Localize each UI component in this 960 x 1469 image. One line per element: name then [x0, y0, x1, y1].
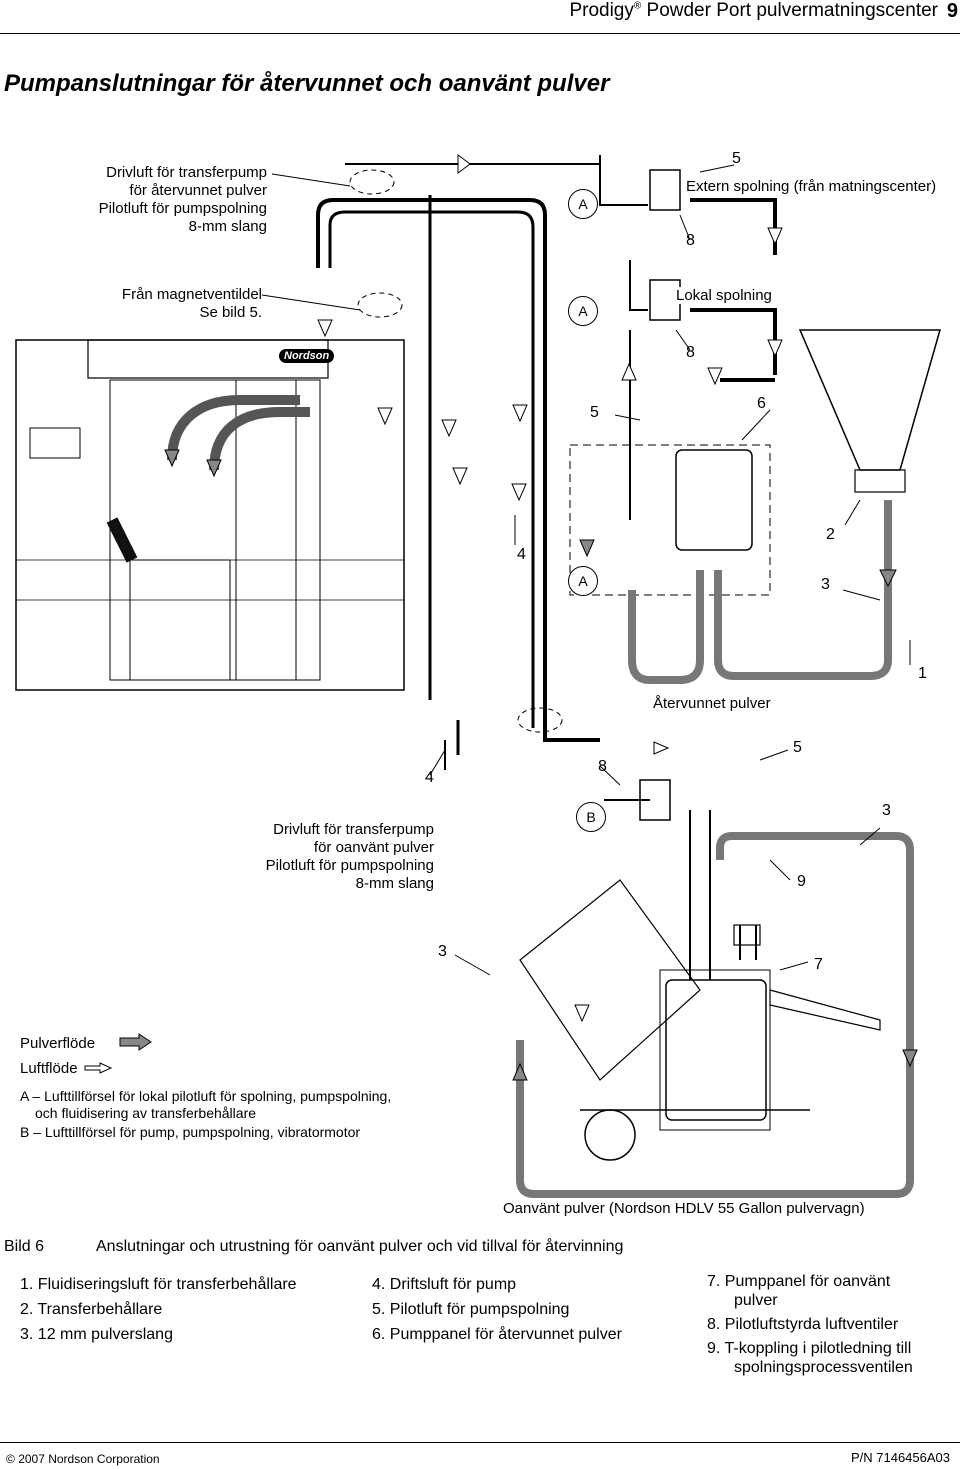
cart-wheel	[584, 1109, 636, 1161]
circle-b: B	[576, 802, 606, 832]
pilot-valve-top	[649, 169, 681, 211]
recovered-pump-panel	[675, 449, 753, 551]
powder-port-cabinet	[15, 339, 405, 691]
callout-5-lower: 5	[793, 739, 802, 756]
callout-2: 2	[826, 526, 835, 543]
header-rule	[0, 33, 960, 34]
list-item: 4. Driftsluft för pump	[372, 1276, 517, 1293]
extern-flush-tube	[690, 198, 777, 255]
callout-3-upper: 3	[821, 576, 830, 593]
lokal-flush-tube	[690, 308, 777, 375]
unused-pump-panel	[665, 979, 767, 1121]
header-product: Prodigy	[569, 0, 634, 21]
callout-8-mid: 8	[686, 344, 695, 361]
legend-a: A – Lufttillförsel för lokal pilotluft f…	[20, 1088, 391, 1122]
callout-3-right: 3	[882, 802, 891, 819]
cabinet-inner	[109, 379, 321, 681]
figure-label: Bild 6	[4, 1238, 45, 1255]
legend-powder-flow: Pulverflöde	[20, 1030, 153, 1052]
copyright-sign: ©	[6, 1452, 15, 1466]
circle-a-bottom: A	[568, 566, 598, 596]
cabinet-hose-1	[167, 395, 300, 461]
list-item-continued: pulver	[734, 1292, 778, 1309]
cabinet-hose-3	[106, 517, 138, 563]
legend-list-col1: 1. Fluidiseringsluft för transferbehålla…	[20, 1272, 297, 1347]
list-item-continued: spolningsprocessventilen	[734, 1359, 913, 1376]
powder-hose-a	[628, 570, 704, 684]
legend-list-col3: 7. Pumppanel för oanvänt pulver 8. Pilot…	[707, 1272, 913, 1377]
mid-left-label: Drivluft för transferpump för oanvänt pu…	[265, 821, 434, 892]
list-item: 7. Pumppanel för oanvänt	[707, 1273, 891, 1290]
copyright: © 2007 Nordson Corporation	[6, 1452, 160, 1466]
lokal-flush-label: Lokal spolning	[676, 287, 772, 304]
nordson-logo: Nordson	[279, 349, 335, 363]
header-title: Powder Port pulvermatningscenter	[646, 0, 938, 21]
legend-air-flow-label: Luftflöde	[20, 1060, 78, 1077]
top-left-label: Drivluft för transferpump för återvunnet…	[98, 164, 267, 235]
header-trademark: ®	[633, 0, 642, 12]
callout-7: 7	[814, 956, 823, 973]
legend-air-flow: Luftflöde	[20, 1059, 112, 1077]
list-item: 9. T-koppling i pilotledning till	[707, 1340, 912, 1357]
callout-4-lower: 4	[425, 769, 434, 786]
powder-arrow-1	[164, 449, 180, 468]
footer-rule	[0, 1442, 960, 1443]
control-panel	[29, 427, 81, 459]
powder-flow-arrow-icon	[119, 1033, 153, 1051]
legend-a-line-1: A – Lufttillförsel för lokal pilotluft f…	[20, 1088, 392, 1104]
drum	[519, 879, 701, 1081]
list-item: 1. Fluidiseringsluft för transferbehålla…	[20, 1276, 297, 1293]
legend-list-col2: 4. Driftsluft för pump 5. Pilotluft för …	[372, 1272, 622, 1347]
list-item: 8. Pilotluftstyrda luftventiler	[707, 1316, 899, 1333]
figure-caption: Anslutningar och utrustning för oanvänt …	[96, 1238, 624, 1255]
circle-a-top: A	[568, 189, 598, 219]
cabinet-hose-2	[209, 407, 310, 471]
callout-1: 1	[918, 665, 927, 682]
callout-4-mid: 4	[517, 546, 526, 563]
air-arrow-1	[457, 154, 471, 174]
unused-powder-label: Oanvänt pulver (Nordson HDLV 55 Gallon p…	[503, 1200, 865, 1217]
callout-5-mid: 5	[590, 404, 599, 421]
callout-8-lower: 8	[598, 758, 607, 775]
section-title: Pumpanslutningar för återvunnet och oanv…	[4, 70, 610, 97]
legend-a-line-2: och fluidisering av transferbehållare	[35, 1105, 257, 1121]
air-flow-arrow-icon	[84, 1062, 112, 1074]
callout-8-top: 8	[686, 232, 695, 249]
part-number: P/N 7146456A03	[850, 1450, 950, 1465]
list-item: 3. 12 mm pulverslang	[20, 1326, 173, 1343]
callout-6: 6	[757, 395, 766, 412]
extern-flush-label: Extern spolning (från matningscenter)	[686, 178, 937, 195]
recovered-powder-label: Återvunnet pulver	[653, 695, 771, 712]
copyright-text: 2007 Nordson Corporation	[18, 1452, 160, 1466]
running-header: Prodigy® Powder Port pulvermatningscente…	[569, 0, 938, 22]
connection-diagram	[15, 154, 941, 1198]
list-item: 6. Pumppanel för återvunnet pulver	[372, 1326, 622, 1343]
legend-b: B – Lufttillförsel för pump, pumpspolnin…	[20, 1124, 361, 1140]
legend-powder-flow-label: Pulverflöde	[20, 1035, 96, 1052]
callout-9: 9	[797, 873, 806, 890]
page-number: 9	[946, 0, 958, 22]
tube-top-outer	[316, 198, 600, 742]
list-item: 2. Transferbehållare	[20, 1301, 163, 1318]
transfer-hopper	[798, 329, 941, 471]
circle-a-mid: A	[568, 296, 598, 326]
powder-hose-b	[714, 500, 892, 680]
callout-3-lower: 3	[438, 943, 447, 960]
list-item: 5. Pilotluft för pumpspolning	[372, 1301, 570, 1318]
callout-5-top: 5	[732, 150, 741, 167]
magnet-label: Från magnetventildel Se bild 5.	[121, 286, 262, 321]
powder-hose-c	[516, 832, 914, 1198]
